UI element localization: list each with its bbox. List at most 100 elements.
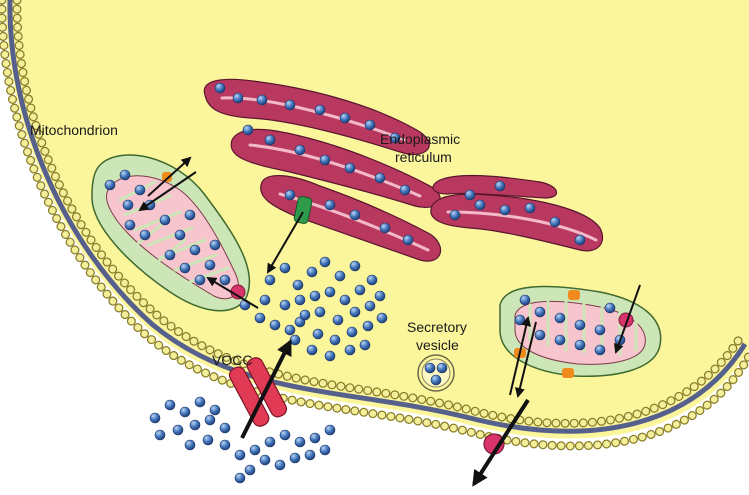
calcium-ion — [594, 324, 606, 336]
calcium-ion — [204, 414, 216, 426]
arrow-mito-right-in-2 — [515, 321, 537, 398]
calcium-ion — [594, 344, 606, 356]
calcium-ion — [339, 294, 351, 306]
calcium-ion — [319, 444, 331, 456]
calcium-ion — [324, 424, 336, 436]
calcium-ion — [269, 319, 281, 331]
calcium-ion — [324, 286, 336, 298]
er-cisterna-4 — [430, 193, 604, 252]
calcium-ion — [294, 144, 306, 156]
calcium-ion — [139, 229, 151, 241]
calcium-ion — [284, 99, 296, 111]
calcium-ion — [234, 472, 246, 484]
calcium-ion — [309, 432, 321, 444]
calcium-ion — [449, 209, 461, 221]
calcium-ion — [164, 249, 176, 261]
calcium-ion — [259, 454, 271, 466]
calcium-ion — [179, 262, 191, 274]
calcium-ion — [294, 294, 306, 306]
calcium-ion — [359, 339, 371, 351]
calcium-ion — [374, 172, 386, 184]
calcium-ion — [464, 189, 476, 201]
calcium-ion — [402, 234, 414, 246]
flux-arrows — [138, 156, 641, 487]
label-er-line1: Endoplasmic — [380, 131, 460, 147]
calcium-ion — [346, 326, 358, 338]
calcium-ion — [279, 299, 291, 311]
calcium-ion — [519, 294, 531, 306]
calcium-ion — [362, 320, 374, 332]
calcium-ion — [279, 429, 291, 441]
calcium-ion — [604, 302, 616, 314]
calcium-ion — [534, 329, 546, 341]
calcium-ion — [234, 449, 246, 461]
calcium-ion — [366, 274, 378, 286]
calcium-ion — [122, 199, 134, 211]
calcium-ion — [354, 284, 366, 296]
calcium-ion — [219, 274, 231, 286]
calcium-ion — [430, 374, 442, 386]
calcium-ion — [214, 82, 226, 94]
calcium-ion — [279, 262, 291, 274]
calcium-ion — [299, 309, 311, 321]
arrow-mito-out — [147, 156, 192, 197]
membrane-outer-beads-fill — [0, 0, 749, 450]
calcium-ion — [284, 189, 296, 201]
arrow-mito-right-out — [509, 316, 532, 396]
calcium-ion — [189, 244, 201, 256]
label-er-line2: reticulum — [395, 149, 452, 165]
calcium-ion — [324, 199, 336, 211]
calcium-ion — [379, 222, 391, 234]
calcium-ion — [294, 436, 306, 448]
arrow-vocc-influx — [240, 339, 292, 439]
calcium-ion — [312, 328, 324, 340]
calcium-ion — [554, 334, 566, 346]
calcium-ion — [259, 294, 271, 306]
er-cisterna-2-lumen — [248, 143, 422, 198]
calcium-ion — [339, 112, 351, 124]
calcium-ion — [292, 279, 304, 291]
calcium-ion — [332, 314, 344, 326]
calcium-ion — [436, 362, 448, 374]
calcium-ion — [344, 162, 356, 174]
calcium-ion — [574, 339, 586, 351]
er-cisterna-4-lumen — [446, 210, 598, 242]
label-mitochondrion: Mitochondrion — [30, 122, 118, 138]
calcium-ion — [134, 184, 146, 196]
mito-right-transporter-bottom — [562, 368, 574, 378]
calcium-ion — [324, 350, 336, 362]
secretory-vesicle — [417, 354, 455, 392]
mito-right-transporter-top — [568, 290, 580, 300]
label-vesicle-line1: Secretory — [407, 319, 467, 335]
calcium-ion — [194, 274, 206, 286]
calcium-ion — [329, 334, 341, 346]
arrow-mito-right-in — [613, 284, 641, 354]
calcium-ion — [494, 180, 506, 192]
calcium-ion — [319, 154, 331, 166]
calcium-ion — [274, 459, 286, 471]
calcium-ion — [364, 300, 376, 312]
arrow-mito-pump-in — [206, 276, 259, 309]
calcium-ion — [389, 132, 401, 144]
label-vesicle-line2: vesicle — [416, 337, 459, 353]
calcium-ion — [349, 260, 361, 272]
calcium-ion — [179, 406, 191, 418]
calcium-ion — [264, 134, 276, 146]
calcium-ion — [376, 312, 388, 324]
calcium-ion — [189, 419, 201, 431]
calcium-ion — [349, 306, 361, 318]
calcium-ion — [474, 199, 486, 211]
calcium-ion — [304, 449, 316, 461]
calcium-ion — [514, 314, 526, 326]
calcium-ion — [314, 306, 326, 318]
calcium-ion — [306, 344, 318, 356]
calcium-ion — [534, 306, 546, 318]
calcium-ion — [119, 169, 131, 181]
calcium-ion — [374, 290, 386, 302]
arrow-mito-in — [138, 171, 197, 212]
calcium-ion — [244, 464, 256, 476]
calcium-ion — [284, 324, 296, 336]
calcium-ion — [184, 209, 196, 221]
calcium-ion — [194, 396, 206, 408]
calcium-ion — [334, 270, 346, 282]
